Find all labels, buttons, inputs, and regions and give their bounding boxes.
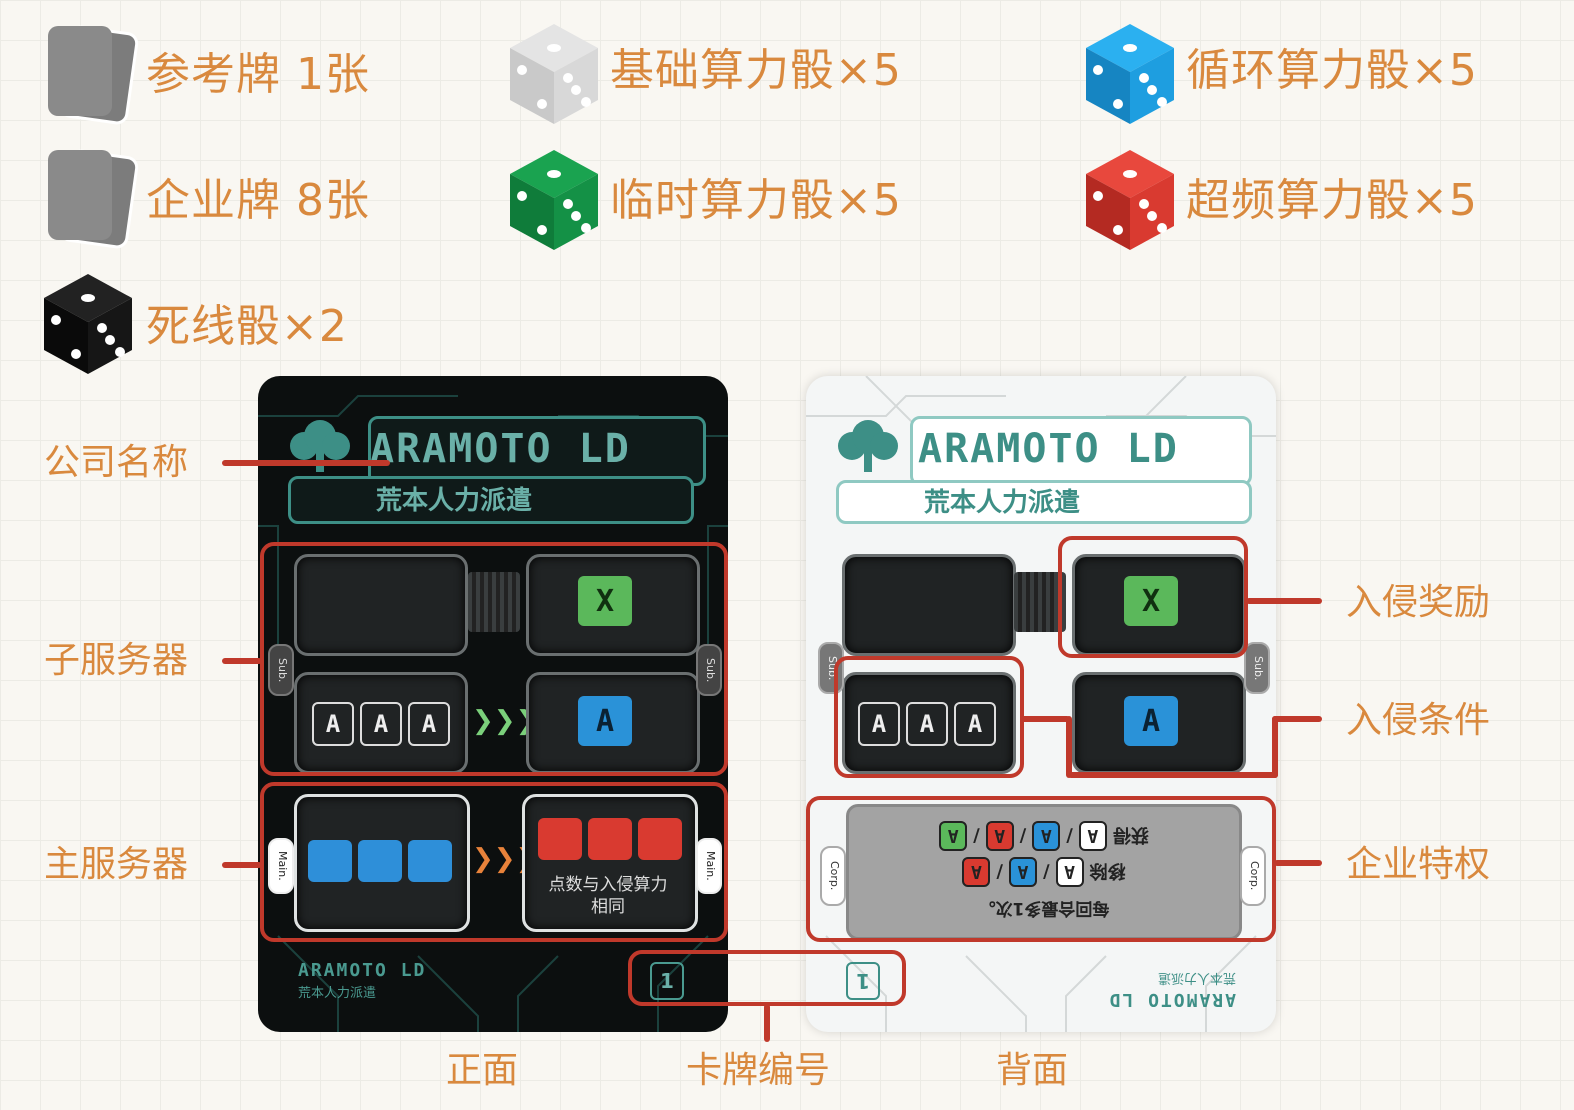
card-stack-icon (48, 25, 139, 125)
footer-brand: ARAMOTO LD (298, 960, 427, 981)
privilege-panel: 每回合最多1次。 移除 A / A / A 获得 A / A / A / A (846, 804, 1242, 940)
card-back: ARAMOTO LD 荒本人力派遣 X A A A A Sub. Sub. 每回… (806, 376, 1276, 1032)
card-number: 1 (650, 962, 684, 1000)
sub-slot-top-left (294, 554, 468, 656)
corp-tag-left: Corp. (820, 846, 846, 906)
condition-chip: A (858, 702, 900, 746)
card-front: ARAMOTO LD 荒本人力派遣 X A A A ❯❯❯ A Sub. Sub… (258, 376, 728, 1032)
loop-die-slot (308, 840, 352, 882)
loop-die-icon (1086, 24, 1174, 124)
loop-die-label: 循环算力骰×5 (1186, 45, 1478, 96)
footer-subtitle: 荒本人力派遣 (1157, 970, 1236, 985)
back-caption: 背面 (996, 1050, 1069, 1091)
intrusion-reward-label: 入侵奖励 (1346, 582, 1491, 623)
card-number-caption: 卡牌编号 (686, 1050, 831, 1091)
sub-server-label: 子服务器 (44, 640, 189, 681)
intrusion-condition-label: 入侵条件 (1346, 700, 1491, 741)
loop-die-slot (358, 840, 402, 882)
company-name-leader (222, 460, 390, 466)
corp-privilege-leader (1274, 860, 1322, 866)
connector (1014, 572, 1066, 632)
intrusion-condition-leader (1068, 772, 1278, 778)
name-plate (910, 416, 1252, 486)
company-subtitle: 荒本人力派遣 (376, 486, 533, 516)
main-server-leader (222, 862, 262, 868)
deadline-die-icon (44, 274, 132, 374)
intrusion-condition-leader (1272, 716, 1278, 778)
loop-die-slot (408, 840, 452, 882)
corp-tag-right: Corp. (1240, 846, 1266, 906)
overclock-die-icon (1086, 150, 1174, 250)
main-effect-line1: 点数与入侵算力 (548, 875, 668, 895)
card-number-leader (764, 1004, 770, 1042)
company-brand: ARAMOTO LD (918, 426, 1179, 472)
front-caption: 正面 (446, 1050, 519, 1091)
intrusion-condition-leader (1020, 716, 1070, 722)
main-server-label: 主服务器 (44, 844, 189, 885)
company-name-label: 公司名称 (44, 442, 189, 483)
intrusion-reward-leader (1246, 598, 1322, 604)
sub-slot-bottom-left (842, 672, 1016, 774)
company-logo-icon (838, 420, 898, 472)
footer-block: ARAMOTO LD 荒本人力派遣 (1076, 960, 1236, 1010)
subtitle-plate (836, 480, 1252, 524)
temp-die-icon (510, 150, 598, 250)
main-slot-right (522, 794, 698, 932)
deadline-die-label: 死线骰×2 (146, 301, 348, 352)
subtitle-plate (288, 476, 694, 524)
overclock-die-slot (538, 818, 582, 860)
main-effect-line2: 相同 (591, 897, 625, 917)
corp-card-label: 企业牌 8张 (146, 175, 370, 226)
main-tag-right: Main. (696, 838, 722, 894)
reward-box (1058, 536, 1248, 658)
footer-brand: ARAMOTO LD (1107, 989, 1236, 1010)
intrusion-condition-leader (1272, 716, 1322, 722)
company-subtitle: 荒本人力派遣 (924, 488, 1081, 518)
sub-slot-bottom-left (294, 672, 468, 774)
condition-chip: A (906, 702, 948, 746)
corp-privilege-label: 企业特权 (1346, 844, 1491, 885)
sub-server-box (260, 542, 728, 776)
overclock-die-label: 超频算力骰×5 (1186, 175, 1478, 226)
sub-tag-left: Sub. (268, 644, 294, 696)
reward-chip: X (578, 576, 632, 626)
sub-slot-top-left (842, 554, 1016, 656)
temp-die-label: 临时算力骰×5 (610, 175, 902, 226)
company-brand: ARAMOTO LD (370, 426, 631, 472)
reference-card-label: 参考牌 1张 (146, 49, 370, 100)
condition-chip: A (312, 702, 354, 746)
connector (468, 572, 520, 632)
company-logo-icon (290, 420, 350, 472)
condition-box (834, 656, 1024, 778)
basic-die-label: 基础算力骰×5 (610, 45, 902, 96)
sub-tag-right: Sub. (1244, 642, 1270, 694)
main-tag-left: Main. (268, 838, 294, 894)
footer-subtitle: 荒本人力派遣 (298, 986, 377, 1001)
overclock-die-slot (638, 818, 682, 860)
sub-server-leader (222, 658, 262, 664)
reward-chip: X (1124, 576, 1178, 626)
card-number-box (628, 950, 906, 1006)
condition-chip: A (360, 702, 402, 746)
overclock-die-slot (588, 818, 632, 860)
cond-result-chip: A (578, 696, 632, 746)
condition-chip: A (954, 702, 996, 746)
cond-result-chip: A (1124, 696, 1178, 746)
intrusion-condition-leader (1066, 716, 1072, 778)
main-server-box (260, 782, 728, 942)
condition-chip: A (408, 702, 450, 746)
basic-die-icon (510, 24, 598, 124)
sub-tag-right: Sub. (696, 644, 722, 696)
card-stack-icon (48, 149, 139, 249)
privilege-box (806, 796, 1276, 942)
